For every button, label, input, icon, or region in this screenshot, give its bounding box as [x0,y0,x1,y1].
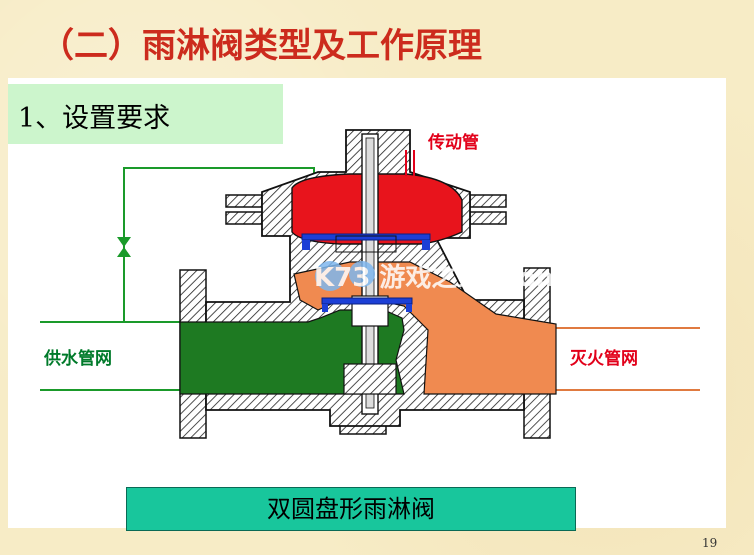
check-valve-icon [117,237,131,247]
supply-network-label: 供水管网 [44,349,112,369]
lower-disc [321,297,413,312]
fire-network-label: 灭火管网 [570,349,638,369]
slide-title: （二）雨淋阀类型及工作原理 [40,26,482,66]
actuator-pipe [405,150,415,176]
upper-disc [301,233,431,253]
svg-text:K73 游戏之家 .com: K73 游戏之家 .com [314,262,563,293]
actuator-pipe-label: 传动管 [428,133,479,153]
pipeline-lines [40,321,700,391]
section-heading: 1、设置要求 [8,84,283,144]
diagram-caption: 双圆盘形雨淋阀 [126,487,576,531]
page-number: 19 [702,536,718,550]
watermark-logo: K73 游戏之家 .com [314,261,563,293]
